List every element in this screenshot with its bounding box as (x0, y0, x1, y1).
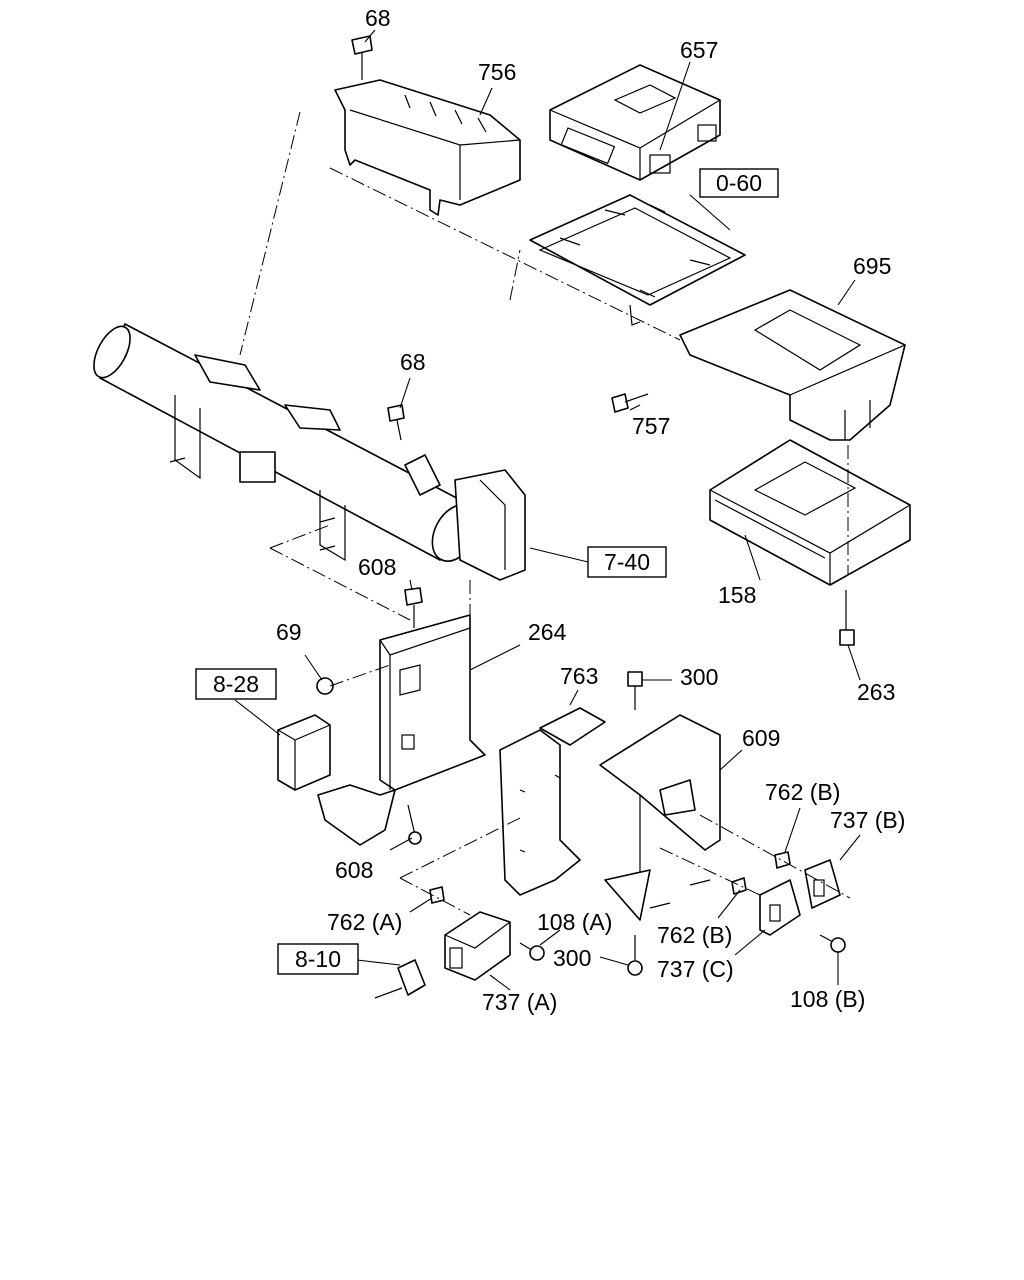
module-737b (804, 859, 841, 909)
label-737b: 737 (B) (830, 807, 905, 833)
fasteners (169, 393, 855, 976)
label-756: 756 (478, 59, 516, 85)
label-737c: 737 (C) (657, 956, 734, 982)
label-608-bottom: 608 (335, 857, 373, 883)
control-unit-657 (549, 64, 721, 181)
bracket-264 (317, 614, 486, 846)
label-108a: 108 (A) (537, 909, 612, 935)
module-737c (759, 879, 801, 936)
bracket-763 (499, 707, 606, 896)
label-609: 609 (742, 725, 780, 751)
label-68-top: 68 (365, 5, 391, 31)
ref-box-8-10: 8-10 (277, 943, 359, 975)
label-762a: 762 (A) (327, 909, 402, 935)
label-68-mid: 68 (400, 349, 426, 375)
tray-0-60 (529, 194, 746, 326)
leader-lines (234, 29, 861, 991)
bracket-756 (334, 35, 521, 216)
part-labels: 68 756 657 695 757 68 158 263 608 69 264… (276, 5, 905, 1015)
svg-text:0-60: 0-60 (716, 170, 762, 196)
svg-text:8-10: 8-10 (295, 946, 341, 972)
label-763: 763 (560, 663, 598, 689)
label-762b-bottom: 762 (B) (657, 922, 732, 948)
label-608-top: 608 (358, 554, 396, 580)
label-158: 158 (718, 582, 756, 608)
cross-beam (93, 323, 526, 581)
label-300-top: 300 (680, 664, 718, 690)
label-263: 263 (857, 679, 895, 705)
module-8-28 (277, 714, 331, 791)
bracket-609 (599, 714, 721, 921)
assembly-lines (239, 111, 851, 916)
label-300-bottom: 300 (553, 945, 591, 971)
label-757: 757 (632, 413, 670, 439)
label-737a: 737 (A) (482, 989, 557, 1015)
module-8-10 (374, 959, 426, 999)
ref-box-8-28: 8-28 (195, 668, 277, 700)
ref-box-7-40: 7-40 (587, 546, 667, 578)
svg-text:8-28: 8-28 (213, 671, 259, 697)
module-737a (444, 911, 511, 981)
label-69: 69 (276, 619, 302, 645)
label-762b-top: 762 (B) (765, 779, 840, 805)
label-695: 695 (853, 253, 891, 279)
label-108b: 108 (B) (790, 986, 865, 1012)
label-657: 657 (680, 37, 718, 63)
ref-box-0-60: 0-60 (699, 168, 779, 198)
svg-text:7-40: 7-40 (604, 549, 650, 575)
bracket-695 (679, 289, 906, 441)
control-unit-158 (709, 439, 911, 586)
label-264: 264 (528, 619, 567, 645)
